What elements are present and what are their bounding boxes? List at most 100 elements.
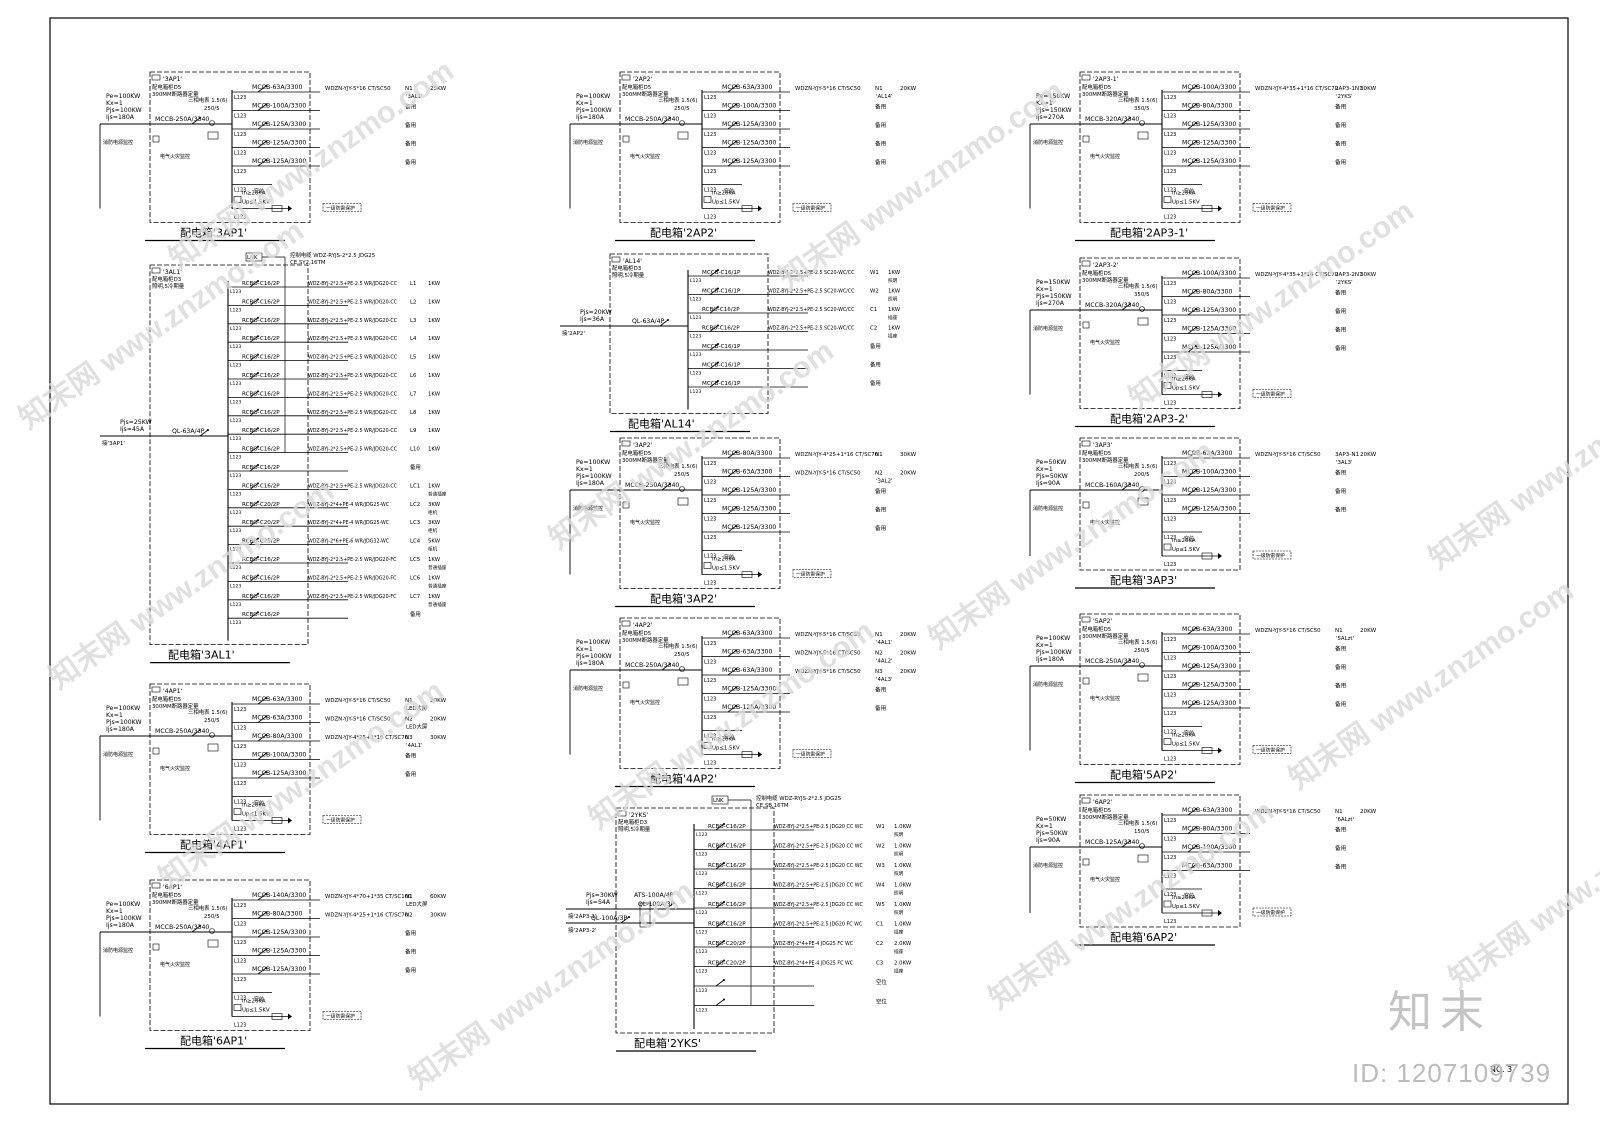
incomer-breaker: MCCB-250A/3340 <box>625 482 679 489</box>
kwh-meter-icon <box>1137 131 1149 140</box>
breaker-contact <box>1129 303 1131 305</box>
feeder-breaker: MCCB-125A/3300 <box>722 704 776 711</box>
phase-label: L123 <box>704 761 716 767</box>
feeder-breaker: RCBO-C16/2P <box>242 410 280 416</box>
feeder-breaker: MCCB-125A/3300 <box>1182 344 1236 351</box>
breaker-symbol <box>257 912 267 919</box>
shunt-trip-icon <box>152 747 160 755</box>
breaker-contact <box>723 959 725 962</box>
breaker-contact <box>265 697 267 699</box>
breaker-contact <box>1195 85 1197 87</box>
feeder-circuit-id: 备用 <box>405 121 416 129</box>
feeder-circuit-id: N1 <box>405 86 413 92</box>
breaker-contact <box>723 979 725 981</box>
spd-tag-box <box>1163 900 1172 908</box>
breaker-symbol <box>1187 85 1197 93</box>
breaker-contact <box>265 930 267 932</box>
feeder-load: 30KW <box>1360 86 1377 92</box>
incomer-breaker: MCCB-250A/3340 <box>155 116 209 123</box>
ct-icon <box>209 120 215 126</box>
load-kx: Kx=1 <box>576 466 593 473</box>
elec-fire-label: 电气火灾监控 <box>630 153 660 160</box>
incomer-breaker: MCCB-250A/3340 <box>1085 658 1139 665</box>
feeder-load: 30KW <box>1360 272 1377 278</box>
breaker-contact <box>199 729 201 731</box>
panel-tag-box <box>151 686 161 693</box>
spd-note: 一级防雷保护 <box>796 751 825 758</box>
feeder-cable: WDZN-YJY-4*25+1*16 CT/SC70 <box>795 452 879 458</box>
breaker-symbol <box>1187 827 1197 834</box>
breaker-contact <box>265 911 267 914</box>
kwh-meter-icon <box>1137 673 1149 682</box>
breaker-contact <box>265 752 267 755</box>
feeder-target: '4AL3' <box>876 677 893 683</box>
empty-slot-label: 空位 <box>1184 892 1194 899</box>
panel-2AP3-2: '2AP3-2'配电箱柜D5300MM断路器定量Pe=150KWKx=1Pjs=… <box>1029 257 1377 428</box>
load-pjs: Pjs=20KW <box>580 309 612 316</box>
breaker-symbol <box>1187 327 1197 334</box>
panel-tag-box <box>1081 616 1091 623</box>
feeder-breaker: RCBO-C16/2P <box>708 902 746 908</box>
ct-meter: 三相电表 1.5(6) <box>658 642 698 650</box>
panel-note: 照明,5冷期量 <box>612 271 645 279</box>
panel-layer: '3AP1'配电箱柜D5300MM断路器定量Pe=100KWKx=1Pjs=10… <box>99 71 1512 1074</box>
breaker-symbol <box>727 470 737 477</box>
panel-enclosure <box>615 807 775 1034</box>
image-id: ID: 1207109739 <box>1352 1058 1552 1088</box>
panel-6AP2: '6AP2'配电箱柜D5300MM断路器定量Pe=50KWKx=1Pjs=50K… <box>1029 794 1377 946</box>
panel-model: 配电箱柜D5 <box>1082 449 1111 457</box>
feeder-breaker: MCCB-63A/3300 <box>252 696 302 703</box>
feeder-circuit-id: 备用 <box>875 524 886 532</box>
breaker-symbol <box>257 85 267 93</box>
breaker-symbol <box>1187 646 1197 653</box>
feeder-circuit-id: 备用 <box>405 752 416 760</box>
breaker-symbol <box>249 483 259 490</box>
feeder-circuit-id: L5 <box>410 355 416 361</box>
phase-label: L123 <box>704 498 716 504</box>
feeder-circuit-id: C3 <box>876 961 883 967</box>
load-ijs: Ijs=54A <box>586 899 611 906</box>
arrow-icon <box>758 751 762 758</box>
phase-label: L123 <box>230 491 241 497</box>
phase-label: L123 <box>1164 837 1176 843</box>
phase-label: L123 <box>1164 656 1176 662</box>
spd-voltage: Up≤1.5KV <box>712 746 740 752</box>
panel-enclosure <box>1079 437 1241 571</box>
panel-name: '2AP2' <box>633 76 653 83</box>
panel-model: 配电箱柜D5 <box>1082 269 1111 277</box>
breaker-symbol <box>249 519 259 527</box>
phase-label: L123 <box>704 535 716 541</box>
feeder-breaker: RCBO-C16/2P <box>242 355 280 361</box>
fire-monitor-label: 消防电源监控 <box>1033 505 1063 512</box>
load-pe: Pe=150KW <box>1036 279 1070 286</box>
feeder-target: '3AL3' <box>1336 460 1353 466</box>
feeder-circuit-id: 备用 <box>405 158 416 166</box>
feeder-load: 1KW <box>888 307 901 313</box>
panel-model: 配电箱柜D3 <box>618 818 647 826</box>
feeder-breaker: MCCB-100A/3300 <box>1182 469 1236 476</box>
breaker-symbol <box>1187 104 1197 111</box>
incomer-breaker: MCCB-250A/3340 <box>155 924 209 931</box>
brand-logo: 知末 <box>1388 987 1492 1038</box>
phase-label: L123 <box>690 352 701 358</box>
phase-label: L123 <box>230 602 241 608</box>
feeder-circuit-id: W1 <box>876 824 885 830</box>
feeder-cable: WDZN-YJY-5*16 CT/SC50 <box>325 717 391 723</box>
feeder-breaker: MCCB-100A/3300 <box>722 103 776 110</box>
breaker-contact <box>265 967 267 969</box>
feeder-load: 1KW <box>428 318 441 324</box>
kwh-meter-icon <box>677 497 689 506</box>
feeder-load: 1.0KW <box>894 922 912 928</box>
breaker-symbol <box>249 299 259 306</box>
feeder-load: 1.0KW <box>894 902 912 908</box>
feeder-circuit-id: 备用 <box>1335 103 1346 111</box>
phase-label: L123 <box>230 620 241 626</box>
feeder-note: 插座 <box>894 929 904 936</box>
spd-rating: In≥20KA <box>1172 377 1196 383</box>
